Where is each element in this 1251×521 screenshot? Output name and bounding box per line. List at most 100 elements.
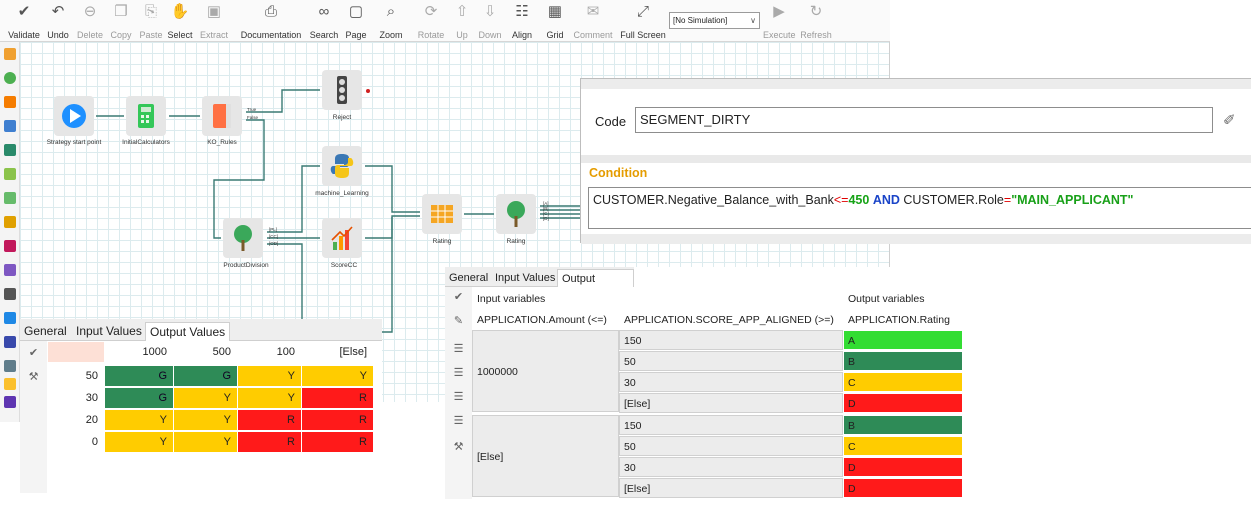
zoom-button[interactable]: ⌕ Zoom	[379, 3, 403, 40]
tab-output-values[interactable]: Output Values	[145, 322, 231, 341]
rating-cell[interactable]: D	[843, 393, 963, 413]
rating-cell[interactable]: C	[843, 436, 963, 456]
node-score-cc[interactable]	[322, 218, 362, 258]
matrix-cell[interactable]: Y	[238, 366, 302, 387]
search-button[interactable]: ∞ Search	[309, 3, 339, 40]
matrix-cell[interactable]: Y	[174, 432, 238, 453]
full-screen-button[interactable]: ⤢ Full Screen	[620, 3, 666, 40]
documentation-button[interactable]: ⎙ Documentation	[240, 3, 302, 40]
palette-bar-chart-icon[interactable]	[4, 168, 16, 180]
matrix-cell[interactable]: R	[302, 432, 374, 453]
palette-matrix-icon[interactable]	[4, 240, 16, 252]
node-reject[interactable]	[322, 70, 362, 110]
check-circle-icon[interactable]: ✔	[453, 291, 464, 303]
edit-icon[interactable]: ✎	[453, 315, 464, 327]
tools-icon[interactable]: ⚒	[453, 441, 464, 453]
up-button[interactable]: ⇧ Up	[450, 2, 474, 40]
delete-button[interactable]: ⊖ Delete	[76, 3, 103, 40]
score-cell[interactable]: 150	[619, 330, 843, 350]
code-input[interactable]: SEGMENT_DIRTY	[635, 107, 1213, 133]
matrix-cell[interactable]: R	[302, 410, 374, 431]
select-button[interactable]: ✋ Select	[167, 3, 193, 40]
tools-icon[interactable]: ⚒	[28, 371, 39, 383]
palette-image-icon[interactable]	[4, 120, 16, 132]
matrix-cell[interactable]: Y	[302, 366, 374, 387]
amount-cell[interactable]: 1000000	[472, 330, 619, 412]
copy-button[interactable]: ❐ Copy	[110, 3, 132, 40]
tab-general[interactable]: General	[24, 324, 67, 338]
matrix-cell[interactable]: Y	[105, 410, 174, 431]
node-product-division[interactable]	[223, 218, 263, 258]
matrix-cell[interactable]: R	[302, 388, 374, 409]
palette-puzzle-icon[interactable]	[4, 312, 16, 324]
palette-tool-icon[interactable]	[4, 360, 16, 372]
score-cell[interactable]: [Else]	[619, 393, 843, 413]
score-cell[interactable]: 50	[619, 436, 843, 456]
rating-cell[interactable]: A	[843, 330, 963, 350]
paste-button[interactable]: ⎘ Paste	[139, 3, 163, 40]
matrix-cell[interactable]: Y	[174, 388, 238, 409]
validate-button[interactable]: ✔ Validate	[8, 3, 40, 40]
palette-table-icon[interactable]	[4, 216, 16, 228]
rating-cell[interactable]: C	[843, 372, 963, 392]
matrix-cell[interactable]: R	[238, 432, 302, 453]
tab-output-values[interactable]: Output Values	[557, 269, 634, 303]
score-cell[interactable]: 150	[619, 415, 843, 435]
matrix-cell[interactable]: Y	[238, 388, 302, 409]
rating-cell[interactable]: D	[843, 457, 963, 477]
matrix-cell[interactable]: G	[105, 366, 174, 387]
simulation-select[interactable]: [No Simulation] ∨	[669, 12, 760, 29]
matrix-cell[interactable]: Y	[105, 432, 174, 453]
amount-cell[interactable]: [Else]	[472, 415, 619, 497]
node-rating-table[interactable]	[422, 194, 462, 234]
add-row-icon[interactable]: ☰	[453, 367, 464, 379]
play-icon	[62, 104, 86, 128]
palette-chart-icon[interactable]	[4, 144, 16, 156]
node-strategy-start[interactable]	[54, 96, 94, 136]
execute-button[interactable]: ▶ Execute	[763, 3, 796, 40]
palette-calculator-icon[interactable]	[4, 192, 16, 204]
insert-row-icon[interactable]: ☰	[453, 343, 464, 355]
page-icon: ▢	[348, 3, 364, 20]
refresh-button[interactable]: ↻ Refresh	[800, 3, 832, 40]
pin-icon[interactable]: ✐	[1223, 112, 1236, 129]
extract-button[interactable]: ▣ Extract	[199, 3, 228, 40]
comment-button[interactable]: ✉ Comment	[573, 3, 613, 40]
tab-general[interactable]: General	[449, 272, 489, 284]
palette-traffic-light-icon[interactable]	[4, 288, 16, 300]
score-cell[interactable]: [Else]	[619, 478, 843, 498]
grid-button[interactable]: ▦ Grid	[546, 3, 564, 40]
score-cell[interactable]: 30	[619, 457, 843, 477]
matrix-cell[interactable]: Y	[174, 410, 238, 431]
rotate-button[interactable]: ⟳ Rotate	[417, 3, 445, 40]
align-button[interactable]: ☷ Align	[511, 3, 532, 40]
undo-button[interactable]: ↶ Undo	[47, 3, 69, 40]
palette-book-icon[interactable]	[4, 96, 16, 108]
palette-start-icon[interactable]	[4, 48, 16, 60]
palette-code-icon[interactable]	[4, 336, 16, 348]
matrix-cell[interactable]: R	[238, 410, 302, 431]
palette-document-icon[interactable]	[4, 264, 16, 276]
tab-input-values[interactable]: Input Values	[495, 272, 556, 284]
check-circle-icon[interactable]: ✔	[28, 347, 39, 359]
node-machine-learning[interactable]	[322, 146, 362, 186]
matrix-cell[interactable]: G	[174, 366, 238, 387]
condition-editor[interactable]: CUSTOMER.Negative_Balance_with_Bank<=450…	[588, 187, 1251, 229]
score-cell[interactable]: 50	[619, 351, 843, 371]
score-cell[interactable]: 30	[619, 372, 843, 392]
node-initial-calculators[interactable]	[126, 96, 166, 136]
palette-module-icon[interactable]	[4, 396, 16, 408]
tab-input-values[interactable]: Input Values	[76, 324, 142, 338]
matrix-cell[interactable]: G	[105, 388, 174, 409]
rating-cell[interactable]: B	[843, 351, 963, 371]
palette-tree-icon[interactable]	[4, 72, 16, 84]
delete-row-icon[interactable]: ☰	[453, 391, 464, 403]
page-button[interactable]: ▢ Page	[345, 3, 367, 40]
rating-cell[interactable]: D	[843, 478, 963, 498]
move-row-icon[interactable]: ☰	[453, 415, 464, 427]
node-rating-tree[interactable]	[496, 194, 536, 234]
rating-cell[interactable]: B	[843, 415, 963, 435]
node-ko-rules[interactable]	[202, 96, 242, 136]
down-button[interactable]: ⇩ Down	[478, 3, 502, 40]
palette-python-icon[interactable]	[4, 378, 16, 390]
